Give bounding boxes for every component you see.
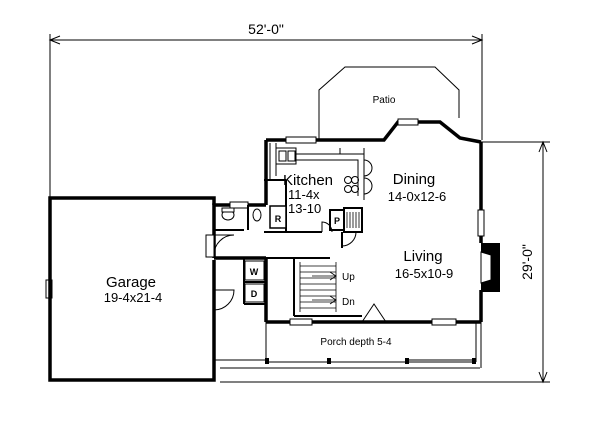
patio-label: Patio bbox=[373, 95, 396, 106]
stairs-down-label: Dn bbox=[342, 297, 355, 308]
width-dimension bbox=[48, 34, 484, 200]
kitchen-size-line2: 13-10 bbox=[288, 201, 321, 216]
garage-size: 19-4x21-4 bbox=[104, 290, 163, 305]
porch bbox=[214, 322, 482, 369]
kitchen-name: Kitchen bbox=[283, 172, 333, 189]
kitchen-size-line1: 11-4x bbox=[288, 187, 320, 202]
refrigerator bbox=[269, 205, 287, 229]
depth-dimension bbox=[220, 140, 550, 384]
kitchen-sink bbox=[275, 147, 297, 165]
fireplace bbox=[480, 243, 500, 292]
porch-depth-label: Porch depth 5-4 bbox=[320, 337, 392, 348]
porch-posts bbox=[265, 358, 476, 364]
dining-size: 14-0x12-6 bbox=[388, 189, 447, 204]
stairs-up-label: Up bbox=[342, 272, 355, 283]
washer-label: W bbox=[250, 267, 259, 277]
overall-depth-label: 29'-0" bbox=[519, 244, 535, 280]
patio-outline bbox=[318, 66, 460, 140]
living-name: Living bbox=[403, 248, 442, 265]
pantry-label: P bbox=[334, 216, 340, 226]
refrigerator-label: R bbox=[275, 214, 282, 224]
living-size: 16-5x10-9 bbox=[395, 266, 454, 281]
garage-name: Garage bbox=[106, 274, 156, 291]
range-burners bbox=[344, 176, 359, 193]
doors bbox=[205, 221, 387, 323]
washer bbox=[244, 260, 265, 281]
dining-name: Dining bbox=[393, 171, 436, 188]
bath-fixtures bbox=[221, 207, 262, 222]
closet-rod bbox=[346, 212, 360, 228]
stairs bbox=[299, 262, 337, 312]
dryer bbox=[244, 283, 265, 303]
dryer-label: D bbox=[251, 289, 258, 299]
overall-width-label: 52'-0" bbox=[248, 21, 284, 37]
dining-arcs bbox=[363, 159, 373, 195]
